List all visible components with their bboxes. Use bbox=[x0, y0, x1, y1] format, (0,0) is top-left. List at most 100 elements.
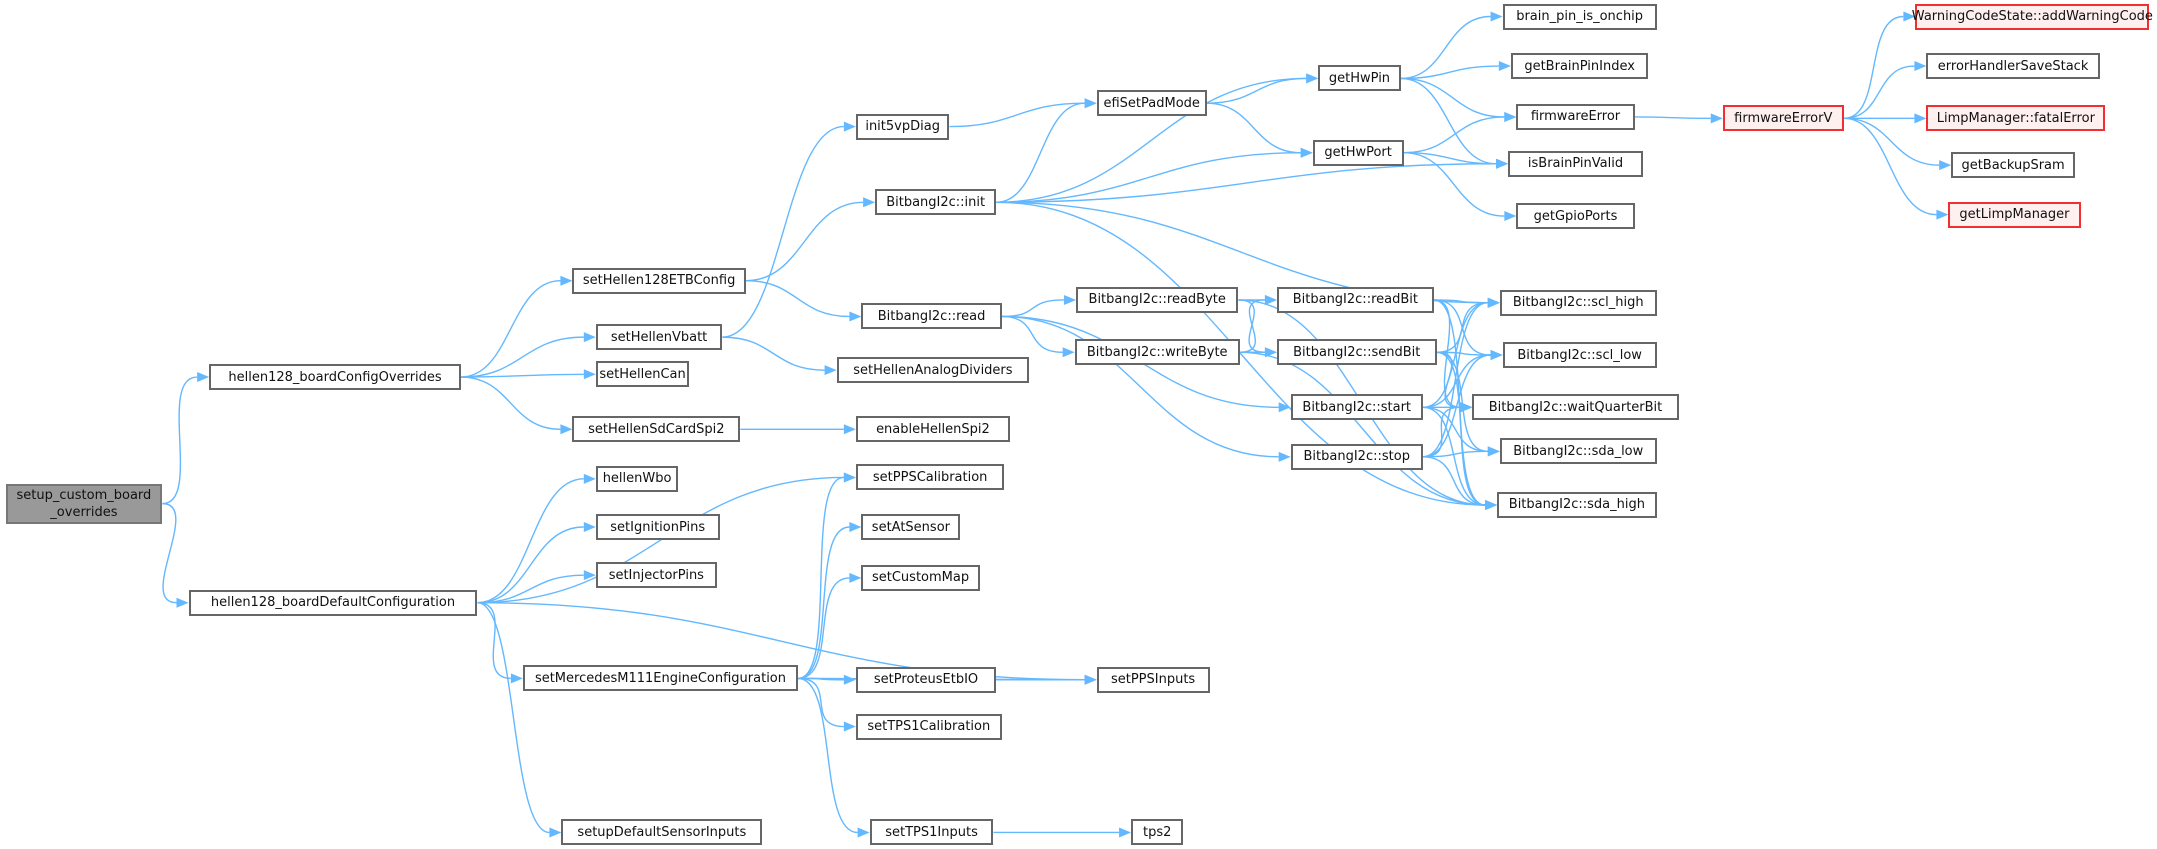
edge-sendBit-to-sdaHigh bbox=[1436, 351, 1486, 506]
node-hw-port[interactable]: getHwPort bbox=[1312, 139, 1404, 166]
node-etb-config[interactable]: setHellen128ETBConfig bbox=[572, 267, 746, 294]
node-warn[interactable]: WarningCodeState::addWarningCode bbox=[1912, 3, 2153, 30]
node-root[interactable]: setup_custom_board _overrides bbox=[5, 483, 163, 524]
arrowhead-icon bbox=[560, 275, 573, 286]
arrowhead-icon bbox=[1903, 11, 1916, 22]
edge-fwErr-to-fwErrV bbox=[1634, 116, 1711, 120]
node-ign[interactable]: setIgnitionPins bbox=[595, 514, 720, 540]
node-inj[interactable]: setInjectorPins bbox=[595, 562, 717, 589]
node-read-bit[interactable]: BitbangI2c::readBit bbox=[1276, 286, 1434, 313]
arrowhead-icon bbox=[843, 121, 856, 132]
edge-stop-to-wqb bbox=[1422, 406, 1461, 458]
node-sda-low[interactable]: BitbangI2c::sda_low bbox=[1499, 438, 1657, 465]
node-stop[interactable]: BitbangI2c::stop bbox=[1290, 443, 1423, 470]
node-tps1-cal[interactable]: setTPS1Calibration bbox=[855, 713, 1002, 740]
arrowhead-icon bbox=[583, 332, 596, 343]
edge-readBit-to-sclHigh bbox=[1433, 299, 1488, 304]
edge-defConfig-to-ppsCal bbox=[477, 476, 844, 604]
arrowhead-icon bbox=[1504, 211, 1517, 222]
arrowhead-icon bbox=[1119, 827, 1132, 838]
node-onchip[interactable]: brain_pin_is_onchip bbox=[1502, 3, 1657, 30]
node-pps-in[interactable]: setPPSInputs bbox=[1096, 666, 1210, 693]
node-fw-err-v[interactable]: firmwareErrorV bbox=[1722, 105, 1844, 132]
node-send-bit[interactable]: BitbangI2c::sendBit bbox=[1276, 339, 1437, 366]
node-sram[interactable]: getBackupSram bbox=[1951, 152, 2075, 179]
node-vbatt[interactable]: setHellenVbatt bbox=[595, 324, 723, 351]
node-at-sensor[interactable]: setAtSensor bbox=[861, 514, 961, 540]
arrowhead-icon bbox=[560, 424, 573, 435]
arrowhead-icon bbox=[1062, 347, 1075, 358]
node-def-sensor[interactable]: setupDefaultSensorInputs bbox=[561, 819, 763, 846]
edge-stop-to-sdaHigh bbox=[1422, 456, 1486, 506]
arrowhead-icon bbox=[1460, 402, 1473, 413]
node-scl-low[interactable]: BitbangI2c::scl_low bbox=[1502, 342, 1657, 368]
node-pin-index[interactable]: getBrainPinIndex bbox=[1510, 53, 1649, 80]
node-m111[interactable]: setMercedesM111EngineConfiguration bbox=[522, 665, 799, 692]
edge-hwPin-to-pinValid bbox=[1400, 77, 1497, 165]
edge-cfgOverrides-to-can bbox=[460, 373, 584, 378]
arrowhead-icon bbox=[849, 311, 862, 322]
node-scl-high[interactable]: BitbangI2c::scl_high bbox=[1499, 289, 1657, 316]
node-can[interactable]: setHellenCan bbox=[595, 361, 690, 388]
arrowhead-icon bbox=[849, 572, 862, 583]
edge-sendBit-to-sclHigh bbox=[1436, 302, 1488, 353]
arrowhead-icon bbox=[583, 522, 596, 533]
arrowhead-icon bbox=[1306, 73, 1319, 84]
node-write-byte[interactable]: BitbangI2c::writeByte bbox=[1074, 339, 1240, 366]
arrowhead-icon bbox=[1490, 350, 1503, 361]
node-i2c-init[interactable]: BitbangI2c::init bbox=[875, 189, 997, 216]
node-custom-map[interactable]: setCustomMap bbox=[861, 564, 980, 591]
edge-start-to-sclLow bbox=[1422, 354, 1491, 408]
node-init5vp[interactable]: init5vpDiag bbox=[855, 113, 950, 140]
arrowhead-icon bbox=[197, 372, 210, 383]
edge-init5vp-to-padMode bbox=[949, 102, 1085, 128]
node-start[interactable]: BitbangI2c::start bbox=[1290, 394, 1423, 421]
node-pad-mode[interactable]: efiSetPadMode bbox=[1096, 90, 1207, 117]
node-save-stack[interactable]: errorHandlerSaveStack bbox=[1926, 53, 2100, 80]
node-sda-high[interactable]: BitbangI2c::sda_high bbox=[1497, 491, 1657, 518]
arrowhead-icon bbox=[1914, 61, 1927, 72]
edge-i2cInit-to-padMode bbox=[996, 102, 1085, 203]
edge-i2cRead-to-readByte bbox=[1001, 299, 1065, 318]
node-cfg-overrides[interactable]: hellen128_boardConfigOverrides bbox=[209, 364, 461, 391]
edge-root-to-defConfig bbox=[162, 502, 177, 604]
edge-etbConfig-to-i2cInit bbox=[745, 201, 864, 282]
edge-defConfig-to-m111 bbox=[477, 601, 511, 680]
node-limp[interactable]: getLimpManager bbox=[1948, 201, 2081, 228]
arrowhead-icon bbox=[843, 674, 856, 685]
node-fatal[interactable]: LimpManager::fatalError bbox=[1926, 105, 2106, 132]
node-hw-pin[interactable]: getHwPin bbox=[1318, 65, 1401, 92]
arrowhead-icon bbox=[510, 673, 523, 684]
node-sdcard[interactable]: setHellenSdCardSpi2 bbox=[572, 416, 741, 443]
edge-vbatt-to-analogDiv bbox=[722, 336, 825, 371]
node-i2c-read[interactable]: BitbangI2c::read bbox=[861, 303, 1002, 330]
arrowhead-icon bbox=[1504, 111, 1517, 122]
edge-defConfig-to-wbo bbox=[477, 478, 584, 604]
edge-i2cRead-to-writeByte bbox=[1001, 315, 1063, 353]
arrowhead-icon bbox=[583, 369, 596, 380]
node-pin-valid[interactable]: isBrainPinValid bbox=[1508, 150, 1643, 177]
edge-stop-to-sdaLow bbox=[1422, 450, 1488, 458]
edge-start-to-sdaHigh bbox=[1422, 406, 1486, 506]
node-read-byte[interactable]: BitbangI2c::readByte bbox=[1076, 286, 1239, 313]
arrowhead-icon bbox=[1914, 113, 1927, 124]
arrowhead-icon bbox=[1084, 98, 1097, 109]
node-pps-cal[interactable]: setPPSCalibration bbox=[855, 464, 1005, 491]
node-tps2[interactable]: tps2 bbox=[1131, 819, 1184, 846]
node-gpio[interactable]: getGpioPorts bbox=[1516, 203, 1635, 230]
edge-i2cInit-to-hwPin bbox=[996, 77, 1307, 203]
arrowhead-icon bbox=[176, 597, 189, 608]
node-analog-div[interactable]: setHellenAnalogDividers bbox=[836, 357, 1030, 384]
edge-root-to-cfgOverrides bbox=[162, 376, 198, 505]
arrowhead-icon bbox=[1487, 297, 1500, 308]
node-proteus-etb[interactable]: setProteusEtbIO bbox=[855, 666, 997, 693]
node-tps1-in[interactable]: setTPS1Inputs bbox=[869, 819, 994, 846]
node-wbo[interactable]: hellenWbo bbox=[595, 465, 679, 492]
node-spi2[interactable]: enableHellenSpi2 bbox=[855, 416, 1010, 443]
node-fw-err[interactable]: firmwareError bbox=[1516, 103, 1635, 130]
arrowhead-icon bbox=[1278, 402, 1291, 413]
node-def-config[interactable]: hellen128_boardDefaultConfiguration bbox=[188, 589, 478, 616]
edge-hwPin-to-pinIndex bbox=[1400, 65, 1499, 80]
node-wqb[interactable]: BitbangI2c::waitQuarterBit bbox=[1472, 394, 1679, 421]
